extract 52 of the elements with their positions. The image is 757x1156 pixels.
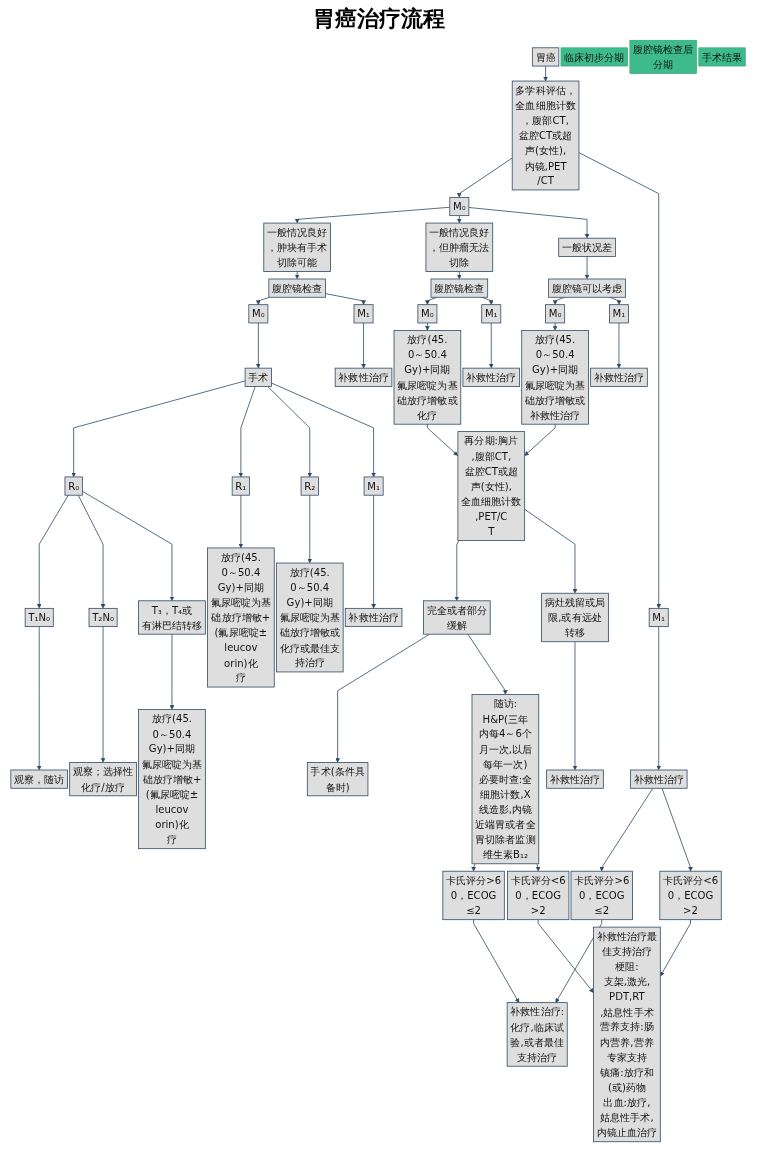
node-box: 补救性治疗:化疗,临床试验,或者最佳支持治疗 [507, 1002, 568, 1067]
node-box: 放疗(45.0～50.4Gy)+同期氟尿嘧啶为基础放疗增敏+(氟尿嘧啶±leucovorin)化疗 [207, 547, 275, 688]
node-box: 多学科评估，全血细胞计数，腹部CT,盆腔CT或超声(女性),内镜,PET/CT [512, 80, 580, 191]
node-box: 腹腔镜检查后分期 [629, 39, 698, 74]
node-box: 补救性治疗 [462, 367, 521, 387]
node-box: T₃，T₄或有淋巴结转移 [138, 600, 207, 635]
node-box: 卡氏评分>60，ECOG≤2 [442, 870, 506, 921]
node-box: 卡氏评分>60，ECOG≤2 [571, 870, 634, 921]
node-box: 补救性治疗 [630, 769, 688, 789]
node-box: M₁ [649, 607, 670, 628]
node-box: 腹腔镜检查 [430, 278, 489, 298]
diagram-title: 胃癌治疗流程 [311, 4, 446, 33]
node-box: 完全或者部分缓解 [423, 600, 491, 635]
node-box: 腹腔镜检查 [268, 278, 327, 298]
node-box: M₁ [354, 304, 374, 324]
node-box: 病灶残留或局限,或有远处转移 [541, 592, 610, 643]
node-box: 手术 [245, 367, 273, 387]
node-box: 一般情况良好，肿块有手术切除可能 [263, 222, 332, 272]
node-box: 补救性治疗 [345, 607, 403, 628]
node-box: 卡氏评分<60，ECOG>2 [659, 870, 723, 921]
node-box: 观察；选择性化疗/放疗 [69, 762, 138, 797]
node-box: 卡氏评分<60，ECOG>2 [507, 870, 570, 921]
node-box: 观察，随访 [10, 769, 69, 789]
node-box: 补救性治疗 [590, 367, 649, 387]
node-box: R₀ [64, 476, 84, 496]
node-box: 放疗(45.0～50.4Gy)+同期氟尿嘧啶为基础放疗增敏或补救性治疗 [521, 330, 590, 425]
node-box: 放疗(45.0～50.4Gy)+同期氟尿嘧啶为基础放疗增敏+(氟尿嘧啶±leucovorin)化疗 [138, 709, 207, 850]
node-box: 再分期:胸片,腹部CT,盆腔CT或超声(女性),全血细胞计数,PET/CT [457, 431, 526, 541]
node-box: M₁ [364, 476, 384, 496]
node-box: 放疗(45.0～50.4Gy)+同期氟尿嘧啶为基础放疗增敏或化疗 [394, 330, 462, 425]
node-box: 随访: H&P(三年内每4～6个月一次,以后每年一次) 必要时查:全细胞计数,X线造影,内镜近端胃或者全胃切除者监测维生素B₁₂ [471, 694, 540, 865]
node-box: M₁ [481, 304, 502, 324]
node-box: T₂N₀ [89, 607, 118, 628]
node-box: T₁N₀ [25, 607, 55, 628]
node-box: M₀ [449, 196, 470, 217]
node-box: R₂ [301, 476, 320, 496]
node-box: 手术结果 [698, 47, 746, 67]
node-box: R₁ [232, 476, 251, 496]
node-box: 临床初步分期 [561, 47, 629, 67]
node-box: M₀ [248, 304, 269, 324]
node-box: 补救性治疗 [335, 367, 393, 387]
node-box: 腹腔镜可以考虑 [548, 278, 627, 298]
node-box: 一般情况良好，但肿瘤无法切除 [425, 222, 494, 272]
node-box: 胃癌 [532, 47, 560, 67]
node-box: 补救性治疗最佳支持治疗 梗阻: 支架,激光,PDT,RT,姑息性手术营养支持:肠内营养,营养专家支持 镇痛:放疗和(或)药物 出血:放疗,姑息性手术,内镜止血治疗 [593, 926, 662, 1143]
node-box: M₀ [545, 304, 566, 324]
node-box: 补救性治疗 [546, 769, 605, 789]
node-box: M₀ [417, 304, 438, 324]
node-box: 一般状况差 [558, 237, 617, 257]
node-box: 放疗(45.0～50.4Gy)+同期氟尿嘧啶为基础放疗增敏或化疗或最佳支持治疗 [276, 562, 344, 673]
node-box: 手术(条件具备时) [307, 762, 369, 797]
node-box: M₁ [609, 304, 630, 324]
